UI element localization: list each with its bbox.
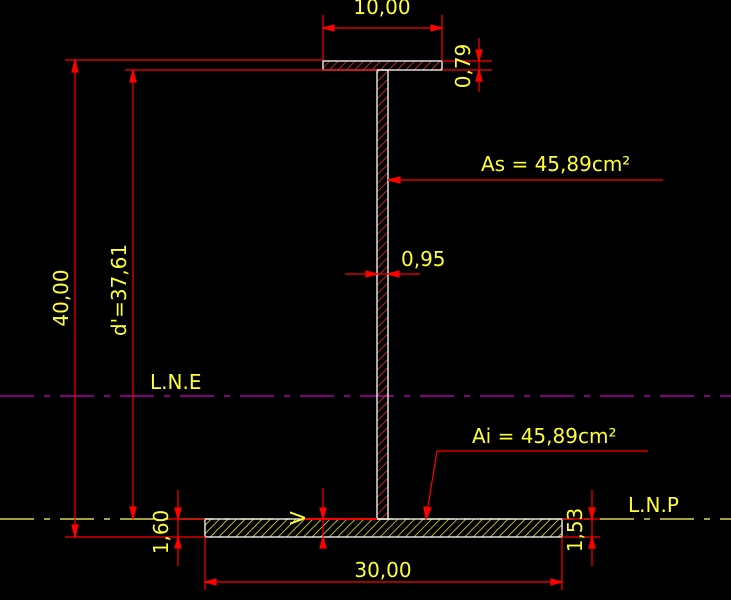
total-height-label: 40,00: [49, 269, 73, 326]
as-area-label: As = 45,89cm²: [481, 152, 630, 176]
lne-label: L.N.E: [150, 370, 201, 394]
top-flange-thickness-label: 0,79: [451, 44, 475, 89]
v-mark-label: V: [286, 511, 310, 525]
lnp-label: L.N.P: [628, 493, 679, 517]
bottom-flange-thickness-left-label: 1,60: [149, 510, 173, 555]
web: [376, 69, 389, 520]
ai-area-label: Ai = 45,89cm²: [472, 424, 616, 448]
bottom-flange: [204, 518, 563, 538]
d-prime-label: d'=37,61: [107, 244, 131, 336]
steel-section: [204, 60, 563, 538]
bottom-flange-width-label: 30,00: [354, 558, 411, 582]
top-flange-width-label: 10,00: [353, 0, 410, 19]
web-thickness-label: 0,95: [401, 247, 446, 271]
bottom-flange-thickness-right-label: 1,53: [563, 508, 587, 553]
dimension-lines: [65, 15, 663, 590]
top-flange: [322, 60, 443, 71]
